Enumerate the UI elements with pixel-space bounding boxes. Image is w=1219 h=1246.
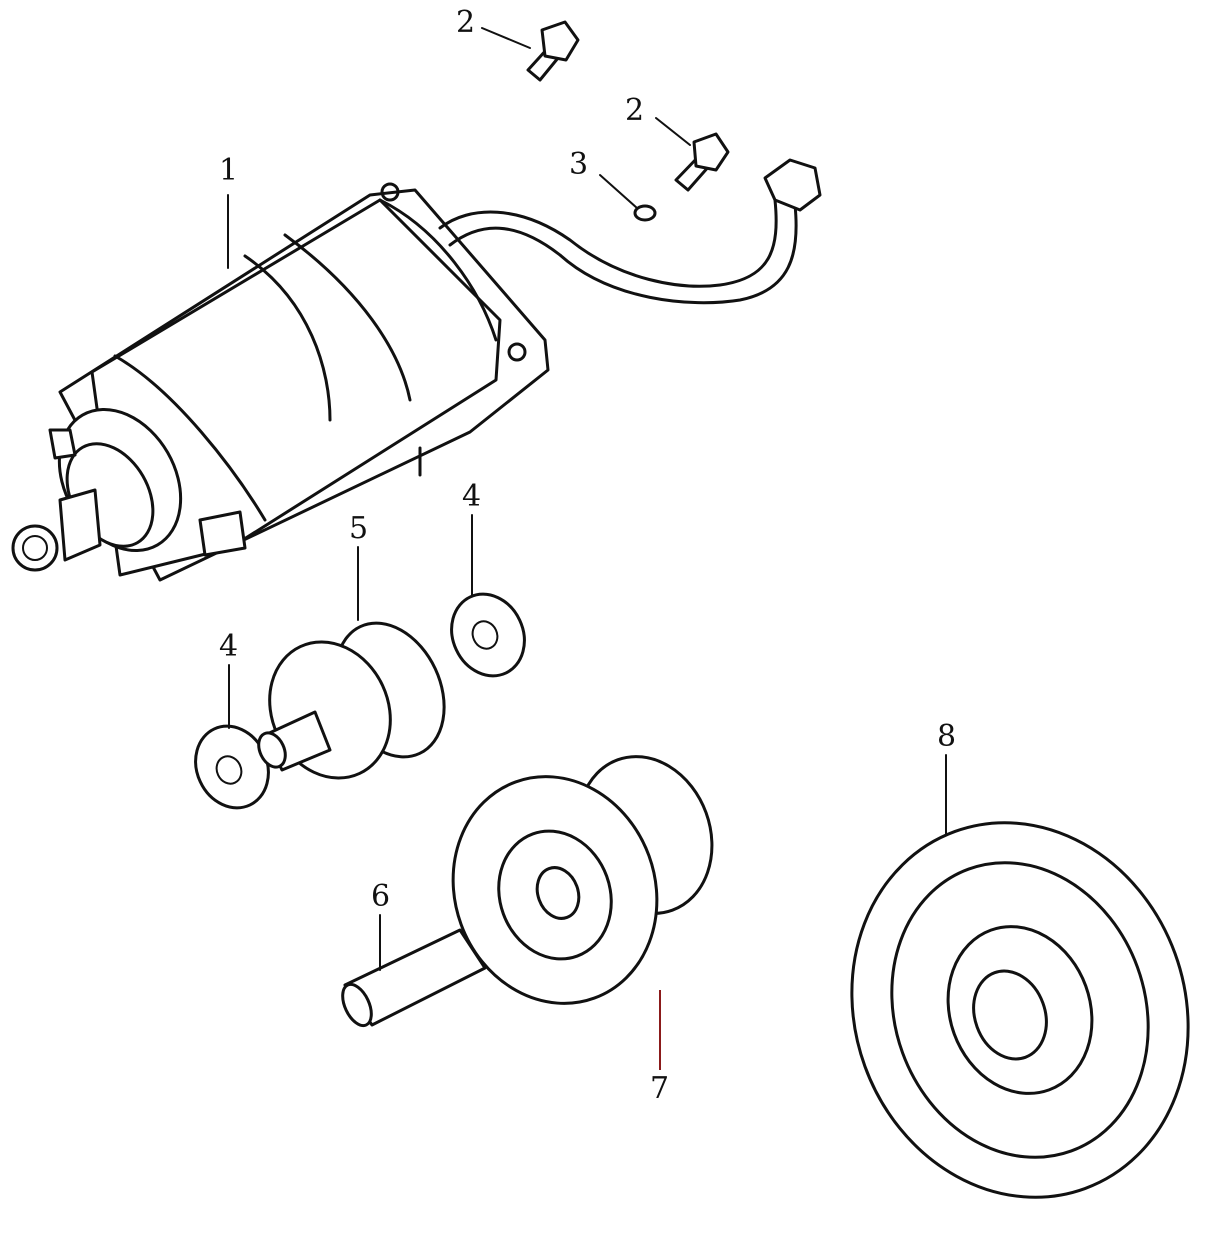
callout-4-left: 4 — [219, 629, 239, 664]
washer-left — [194, 724, 270, 810]
bolt-upper — [526, 20, 580, 82]
small-washer — [633, 204, 657, 222]
reduction-gear — [451, 755, 714, 1005]
callout-2-lower: 2 — [625, 93, 645, 128]
callout-4-right: 4 — [462, 479, 482, 514]
callout-2-upper: 2 — [456, 5, 476, 40]
shaft — [341, 928, 487, 1028]
bolt-lower — [674, 132, 730, 192]
idle-gear-small — [257, 621, 446, 780]
callout-5: 5 — [349, 511, 369, 546]
callout-6: 6 — [371, 879, 391, 914]
callout-7: 7 — [650, 1071, 670, 1106]
callout-1: 1 — [219, 153, 239, 188]
large-gear — [850, 821, 1190, 1199]
leader-lines — [227, 27, 947, 1070]
callout-8: 8 — [937, 719, 957, 754]
starter-motor — [11, 158, 822, 582]
washer-right — [450, 592, 526, 678]
callout-3: 3 — [569, 147, 589, 182]
